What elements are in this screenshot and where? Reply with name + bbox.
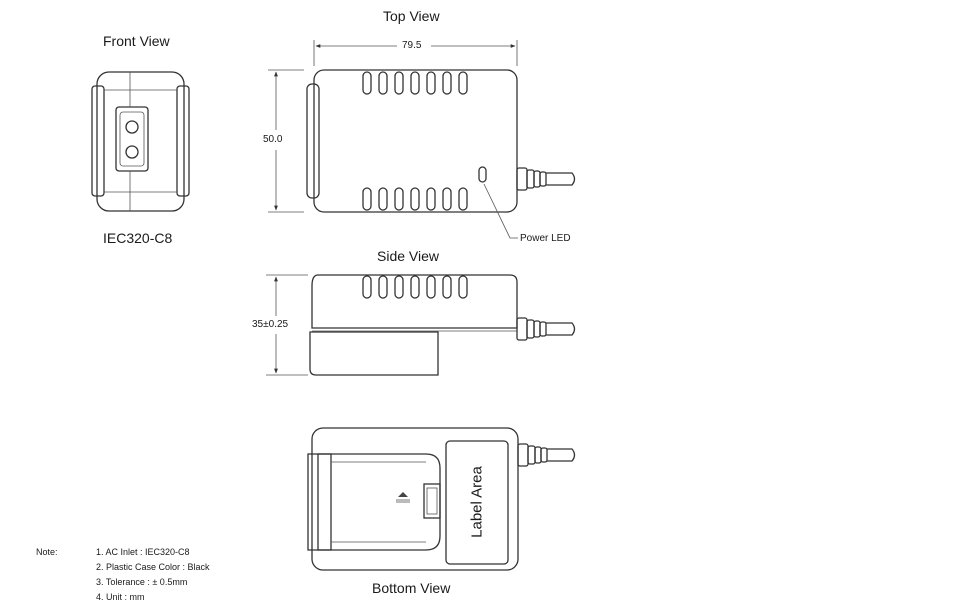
front-view-caption: IEC320-C8 [103, 230, 173, 246]
front-view-drawing [91, 71, 190, 212]
power-led-label: Power LED [520, 233, 571, 244]
top-cable [516, 167, 576, 191]
top-width-dimension: 79.5 [402, 40, 422, 51]
side-cable [516, 317, 576, 341]
front-view-title: Front View [103, 33, 170, 49]
bottom-cable [517, 443, 576, 467]
note-item: 2. Plastic Case Color : Black [96, 562, 210, 572]
top-height-dimension: 50.0 [263, 134, 283, 145]
top-view-drawing [268, 40, 576, 239]
note-item: 4. Unit : mm [96, 592, 145, 602]
side-height-dimension: 35±0.25 [252, 319, 289, 330]
side-vent-slots [362, 275, 468, 299]
top-vent-slots [362, 71, 468, 211]
notes-heading: Note: [36, 547, 58, 557]
note-item: 3. Tolerance : ± 0.5mm [96, 577, 188, 587]
power-led-marker [478, 166, 487, 183]
side-view-drawing [266, 274, 576, 376]
bottom-view-drawing [307, 427, 576, 571]
bottom-view-title: Bottom View [372, 580, 451, 596]
notes-list: 1. AC Inlet : IEC320-C8 2. Plastic Case … [96, 545, 210, 605]
top-view-title: Top View [383, 8, 440, 24]
side-view-title: Side View [377, 248, 440, 264]
note-item: 1. AC Inlet : IEC320-C8 [96, 547, 190, 557]
label-area-box [445, 440, 509, 565]
label-area-text: Label Area [468, 466, 486, 538]
